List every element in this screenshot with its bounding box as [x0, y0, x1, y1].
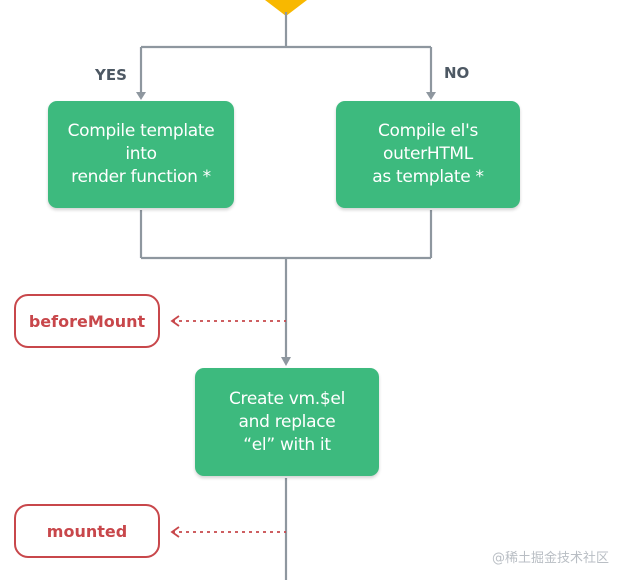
- mounted-hook: mounted: [14, 504, 160, 558]
- create-vm-el-node: Create vm.$el and replace “el” with it: [195, 368, 379, 476]
- mounted-label: mounted: [46, 521, 128, 541]
- compile-template-text: Compile template into render function *: [67, 121, 215, 187]
- branch-no-label: NO: [444, 64, 470, 82]
- decision-marker: [265, 0, 307, 16]
- no-arrowhead: [426, 92, 436, 100]
- yes-arrowhead: [136, 92, 146, 100]
- before-mount-hook: beforeMount: [14, 294, 160, 348]
- branch-yes-label: YES: [95, 66, 127, 84]
- before-mount-arrowhead: [170, 315, 180, 327]
- before-mount-label: beforeMount: [28, 311, 146, 331]
- mounted-arrowhead: [170, 526, 180, 538]
- create-vm-el-text: Create vm.$el and replace “el” with it: [228, 388, 345, 455]
- compile-el-text: Compile el's outerHTML as template *: [372, 121, 484, 187]
- compile-el-node: Compile el's outerHTML as template *: [336, 101, 520, 208]
- compile-template-node: Compile template into render function *: [48, 101, 234, 208]
- merge-arrowhead: [281, 357, 291, 366]
- watermark: @稀土掘金技术社区: [491, 551, 609, 566]
